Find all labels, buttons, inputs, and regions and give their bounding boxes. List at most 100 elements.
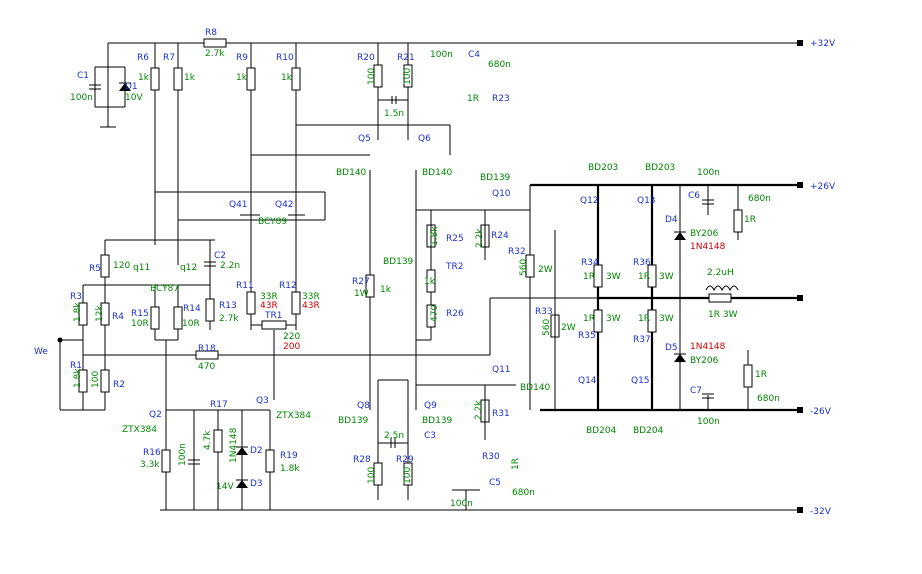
- rail-label-p32: +32V: [810, 39, 836, 49]
- label: 100n: [697, 417, 720, 427]
- label: D1: [125, 82, 138, 92]
- label: R26: [446, 309, 464, 319]
- label: 2.2uH: [707, 268, 734, 278]
- label: q12: [180, 263, 197, 273]
- rotated-labels: 100 100 1.8k 12k 1.8k 100 2.2k 1.8k 470 …: [73, 68, 552, 484]
- label: Q3: [256, 396, 269, 406]
- rail-label-n32: -32V: [810, 507, 832, 517]
- label: 680n: [748, 194, 771, 204]
- label: Q5: [358, 134, 371, 144]
- rail-terminal[interactable]: [797, 507, 803, 513]
- label: 2.2k: [474, 400, 484, 420]
- label: R28: [353, 455, 371, 465]
- label: Q11: [492, 365, 511, 375]
- rail-terminal[interactable]: [797, 182, 803, 188]
- component-labels: We R8 2.7k R6 1k R7 1k R9 1k R10 1k R20 …: [34, 28, 780, 509]
- label: 1k: [281, 73, 293, 83]
- label: 470: [198, 362, 215, 372]
- label: 1.5n: [384, 109, 404, 119]
- label: BY206: [690, 356, 719, 366]
- label: 43R: [260, 301, 278, 311]
- label: R8: [205, 28, 217, 38]
- rail-terminal[interactable]: [797, 40, 803, 46]
- label: 100: [403, 467, 413, 484]
- label: Q14: [578, 376, 597, 386]
- rail-terminal[interactable]: [797, 407, 803, 413]
- label: R20: [357, 53, 375, 63]
- label: 1R: [467, 94, 479, 104]
- rail-label-n26: -26V: [810, 407, 832, 417]
- label: 3W: [606, 314, 621, 324]
- current-sources: [161, 392, 275, 510]
- label: 100n: [450, 499, 473, 509]
- label: C6: [688, 191, 700, 201]
- label: Q15: [631, 376, 650, 386]
- label: Q2: [149, 410, 162, 420]
- label: 560: [542, 319, 552, 336]
- label: 1N4148: [690, 242, 726, 252]
- label: BD139: [338, 416, 369, 426]
- label: D2: [250, 446, 263, 456]
- label: BCY89: [258, 217, 287, 227]
- label: BY206: [690, 229, 719, 239]
- label: 2.7k: [219, 314, 239, 324]
- label: 1N4148: [690, 342, 726, 352]
- label: R12: [279, 281, 297, 291]
- label: D4: [665, 215, 678, 225]
- label: 12k: [95, 305, 105, 322]
- label: BD139: [383, 257, 414, 267]
- label: 680n: [512, 488, 535, 498]
- label: R34: [581, 258, 599, 268]
- label: 2W: [538, 265, 553, 275]
- label: R23: [492, 94, 510, 104]
- label: D3: [250, 479, 263, 489]
- label: R4: [112, 312, 124, 322]
- label: 1R: [583, 272, 595, 282]
- label: R18: [198, 344, 216, 354]
- label: 1k: [138, 73, 150, 83]
- label: 3W: [606, 272, 621, 282]
- label: R33: [535, 307, 553, 317]
- label: 1R 3W: [708, 310, 738, 320]
- label: R16: [143, 448, 161, 458]
- label: C3: [424, 431, 436, 441]
- label: BD204: [633, 426, 664, 436]
- label: R29: [396, 455, 414, 465]
- label: 1R: [638, 314, 650, 324]
- label: R32: [508, 247, 526, 257]
- label: 560: [519, 259, 529, 276]
- label: R24: [491, 231, 509, 241]
- label: 1k: [184, 73, 196, 83]
- output-stage: [525, 185, 753, 410]
- label: 1N4148: [229, 427, 239, 463]
- label: C2: [214, 251, 226, 261]
- label: 2.5n: [384, 431, 404, 441]
- label: 3.3k: [140, 460, 160, 470]
- rail-terminal[interactable]: [797, 295, 803, 301]
- label: C7: [690, 386, 702, 396]
- label: 680n: [757, 394, 780, 404]
- label: R17: [210, 400, 228, 410]
- label: Q42: [275, 200, 294, 210]
- label: BD139: [422, 416, 453, 426]
- label: Q41: [229, 200, 248, 210]
- label: R35: [578, 331, 596, 341]
- label: 33R: [260, 292, 278, 302]
- label: 1R: [511, 458, 521, 470]
- label: R31: [492, 409, 510, 419]
- label: C4: [468, 50, 480, 60]
- label: BD140: [422, 168, 453, 178]
- label: 470: [430, 305, 440, 322]
- label: 2.2n: [220, 261, 240, 271]
- label: R15: [131, 309, 149, 319]
- label: ZTX384: [276, 411, 311, 421]
- label: 100: [91, 371, 101, 388]
- label: BD204: [586, 426, 617, 436]
- label: 1R: [755, 370, 767, 380]
- label: 100n: [178, 443, 188, 466]
- label: D5: [665, 343, 678, 353]
- label: BCY87: [150, 284, 179, 294]
- label: 1R: [744, 215, 756, 225]
- label: 1k: [424, 277, 436, 287]
- label: R25: [446, 234, 464, 244]
